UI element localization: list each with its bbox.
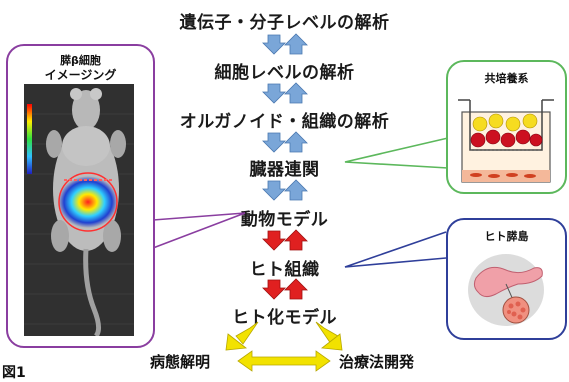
level-organ-network: 臓器連関 — [249, 160, 320, 180]
figure-label: 図1 — [2, 365, 26, 381]
coculture-title: 共培養系 — [484, 72, 529, 85]
imaging-title-line1: 膵β細胞 — [60, 54, 101, 67]
coculture-panel: 共培養系 — [446, 60, 567, 194]
level-organoid-tissue: オルガノイド・組織の解析 — [179, 112, 390, 132]
down-arrow-icon — [262, 279, 286, 300]
color-scale-bar — [27, 104, 32, 174]
outcome-pathology: 病態解明 — [150, 353, 211, 371]
up-arrow-icon — [284, 179, 308, 201]
down-arrow-icon — [262, 83, 286, 104]
up-arrow-icon — [284, 33, 308, 55]
down-arrow-icon — [262, 34, 286, 55]
up-arrow-icon — [284, 131, 308, 153]
diagonal-arrow-left-head-icon — [225, 333, 248, 351]
coculture-well-diagram — [458, 99, 554, 183]
double-arrow-icon — [237, 350, 331, 372]
level-animal-model: 動物モデル — [240, 210, 329, 230]
down-arrow-icon — [262, 230, 286, 251]
islet-title: ヒト膵島 — [484, 230, 529, 243]
level-gene-molecule: 遺伝子・分子レベルの解析 — [179, 13, 390, 33]
diagonal-arrow-right-head-icon — [320, 333, 343, 351]
down-arrow-icon — [262, 132, 286, 153]
level-human-tissue: ヒト組織 — [249, 260, 320, 280]
down-arrow-icon — [262, 180, 286, 201]
imaging-panel: 膵β細胞 イメージング — [6, 44, 155, 348]
mouse-bioluminescence-image — [24, 84, 134, 336]
up-arrow-icon — [284, 278, 308, 300]
pancreas-islet-illustration — [468, 254, 544, 326]
up-arrow-icon — [284, 229, 308, 251]
level-cell: 細胞レベルの解析 — [214, 63, 355, 83]
islet-panel: ヒト膵島 — [446, 218, 567, 340]
outcome-therapy: 治療法開発 — [339, 353, 415, 371]
imaging-title-line2: イメージング — [44, 68, 117, 82]
up-arrow-icon — [284, 82, 308, 104]
